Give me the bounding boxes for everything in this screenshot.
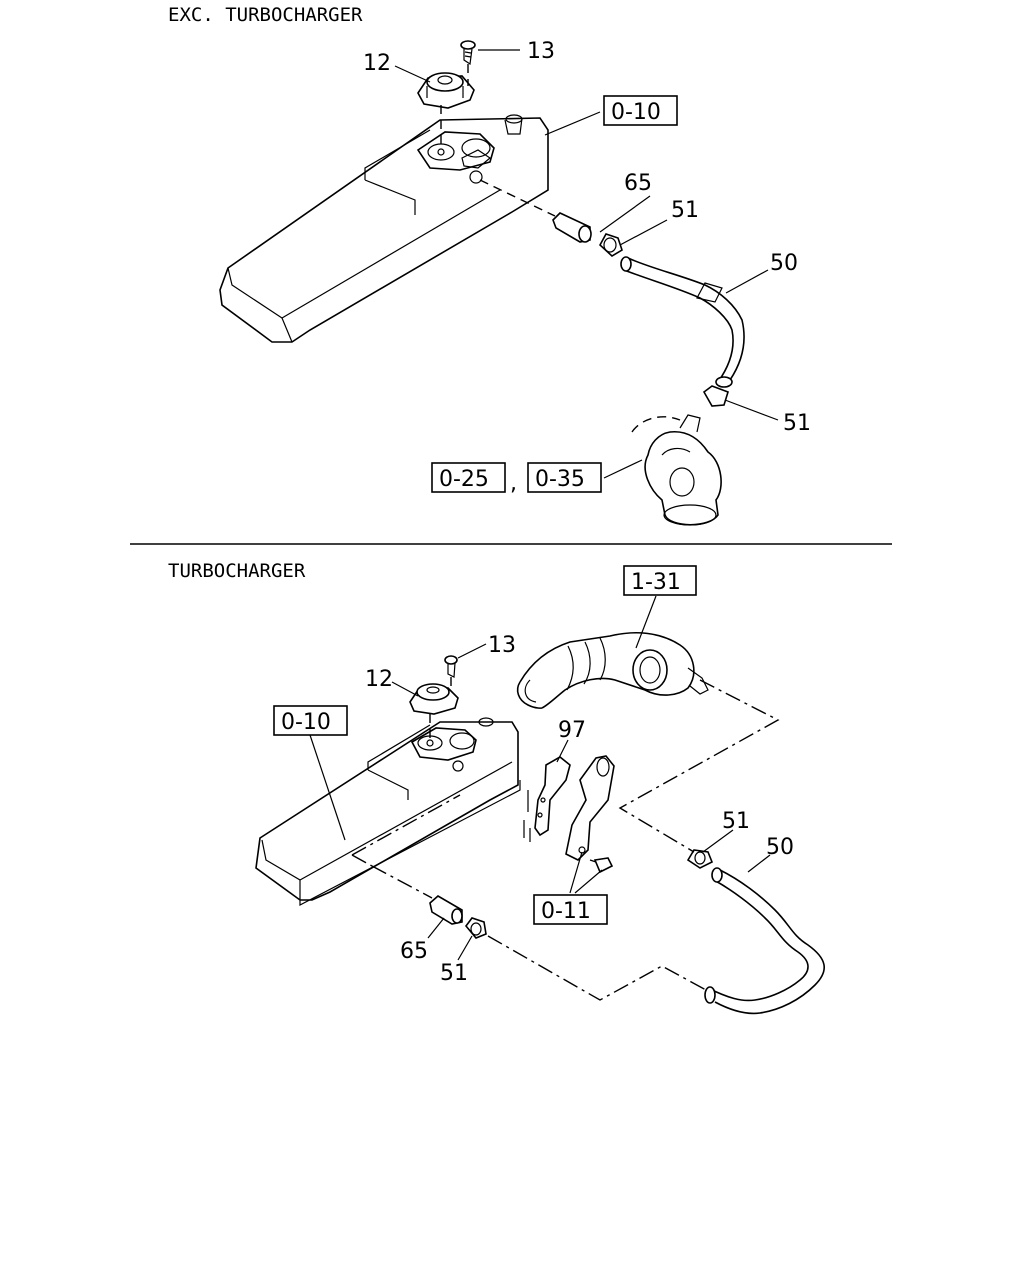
part-label-12-a: 12 [363,51,391,76]
part-label-51-b: 51 [783,411,811,436]
part-label-97: 97 [558,718,586,743]
section-exc-turbocharger: EXC. TURBOCHARGER [168,4,811,526]
ref-1-31: 1-31 [631,570,681,595]
section-title-turbocharger: TURBOCHARGER [168,560,306,582]
ref-0-35: 0-35 [535,467,585,492]
air-duct-1-31 [516,631,709,709]
clamp-part-51-b [702,385,729,407]
clamp-part-51-c [464,917,487,939]
part-label-51-d: 51 [440,961,468,986]
connector-part-65-b [429,895,463,925]
head-cover-2 [255,717,521,906]
bracket-part-97 [534,755,615,861]
connector-part-65-a [552,212,592,243]
part-label-51-a: 51 [671,198,699,223]
ref-box-0-25 [431,462,506,493]
pipe-fitting-1 [631,414,722,526]
screw-part-13-a [460,40,476,66]
ref-0-25: 0-25 [439,467,489,492]
ref-box-0-10-b [273,705,348,736]
part-label-12-b: 12 [365,667,393,692]
hose-part-50-a [620,256,745,388]
section-title-exc-turbocharger: EXC. TURBOCHARGER [168,4,363,26]
cap-part-12-a [417,72,475,109]
ref-separator-comma: , [510,471,517,496]
part-label-13-a: 13 [527,39,555,64]
ref-0-10-a: 0-10 [611,100,661,125]
part-label-65-b: 65 [400,939,428,964]
part-label-65-a: 65 [624,171,652,196]
ref-box-0-35 [527,462,602,493]
ref-box-0-11 [533,894,608,925]
part-label-50-a: 50 [770,251,798,276]
part-label-13-b: 13 [488,633,516,658]
clamp-part-51-d [686,849,714,869]
ref-0-10-b: 0-10 [281,710,331,735]
cap-part-12-b [409,683,459,715]
hose-part-50-b [704,867,825,1015]
section-turbocharger: TURBOCHARGER [168,560,825,1015]
ref-box-1-31 [623,565,697,596]
screw-part-13-b [444,655,458,678]
clamp-part-51-a [598,233,623,257]
part-label-50-b: 50 [766,835,794,860]
part-label-51-c: 51 [722,809,750,834]
head-cover-1 [219,114,549,343]
ref-box-0-10-a [603,95,678,126]
ref-0-11: 0-11 [541,899,591,924]
bolt-0-11 [589,857,614,874]
